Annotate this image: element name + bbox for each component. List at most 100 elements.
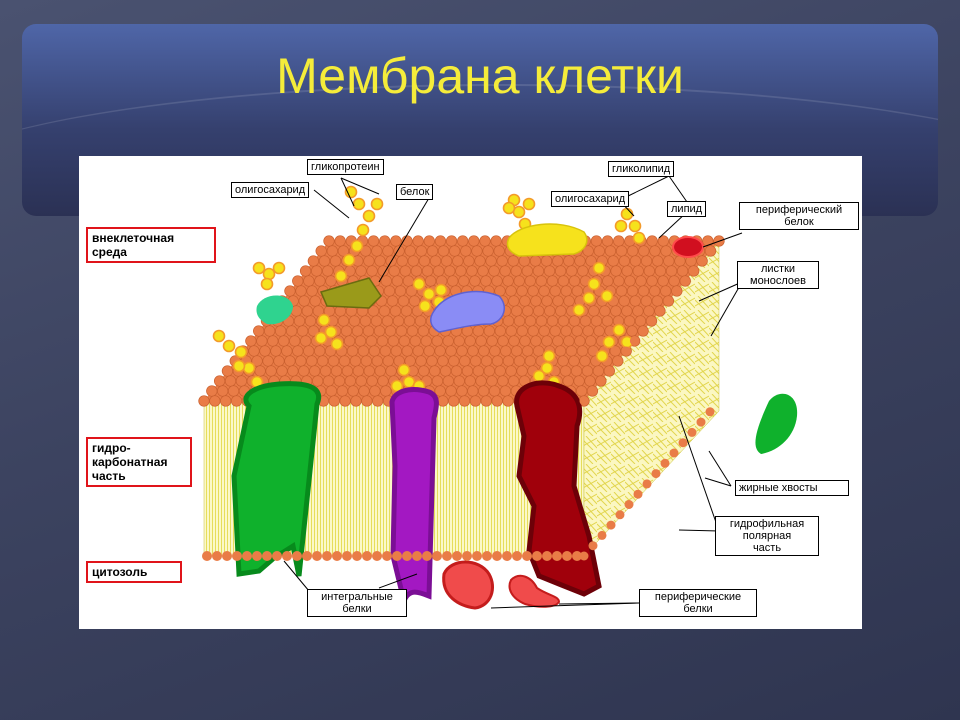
lipid-head-bottom: [492, 551, 502, 561]
lipid-head-side: [705, 407, 715, 417]
lipid-head: [541, 295, 553, 307]
lipid-head: [535, 275, 547, 287]
lipid-head-side: [613, 356, 623, 366]
lipid-head: [245, 335, 257, 347]
lipid-head: [593, 325, 605, 337]
lipid-head: [621, 265, 633, 277]
lipid-head: [314, 275, 326, 287]
lipid-head: [453, 375, 465, 387]
lipid-head: [388, 265, 400, 277]
lipid-head: [516, 365, 528, 377]
sugar-unit: [614, 219, 628, 233]
sugar-unit: [522, 197, 536, 211]
sugar-unit: [324, 325, 338, 339]
darkred-integral-protein: [514, 380, 602, 597]
slide-title: Мембрана клетки: [276, 48, 684, 104]
lipid-head-side: [615, 510, 625, 520]
lipid-head: [363, 365, 375, 377]
lipid-head: [437, 355, 449, 367]
lipid-head: [406, 325, 419, 337]
lipid-head: [426, 355, 438, 367]
lipid-head: [298, 365, 310, 377]
lipid-head: [374, 365, 386, 377]
lipid-head: [397, 295, 410, 307]
lipid-head: [485, 255, 497, 267]
lipid-head: [441, 255, 453, 267]
lipid-head: [563, 295, 575, 307]
sugar-unit: [542, 349, 556, 363]
lipid-head-bottom: [282, 551, 292, 561]
lipid-head: [285, 325, 298, 337]
lipid-head: [434, 345, 446, 357]
lipid-head: [505, 325, 517, 337]
lipid-head: [326, 245, 338, 257]
lipid-head: [298, 295, 310, 307]
lipid-head: [360, 355, 373, 367]
lipid-head: [565, 345, 578, 357]
lipid-head: [502, 275, 514, 287]
lipid-head: [217, 385, 229, 397]
lipid-head: [549, 285, 561, 297]
lipid-head: [505, 285, 517, 297]
lipid-head: [338, 355, 351, 367]
lipid-head: [440, 365, 452, 377]
lipid-head: [384, 325, 397, 337]
lipid-head: [254, 365, 266, 377]
lipid-head: [382, 245, 394, 257]
lipid-head: [361, 395, 373, 407]
lipid-head: [470, 355, 482, 367]
sugar-unit: [350, 239, 364, 253]
sugar-unit: [222, 339, 236, 353]
lipid-head: [445, 345, 457, 357]
lipid-head: [284, 355, 296, 367]
lipid-head: [519, 335, 531, 347]
lipid-head: [412, 345, 424, 357]
lipid-head: [424, 275, 437, 287]
lipid-head: [358, 385, 370, 397]
lipid-head: [467, 385, 479, 397]
lipid-head: [557, 275, 570, 287]
lipid-head: [469, 275, 481, 287]
lipid-head: [367, 235, 380, 247]
lipid-head: [396, 255, 408, 267]
lipid-head-side: [680, 276, 690, 286]
sugar-unit: [314, 331, 328, 345]
lipid-head: [276, 365, 288, 377]
lipid-head: [412, 235, 424, 247]
sugar-unit: [502, 201, 516, 215]
lipid-head: [502, 355, 515, 367]
lipid-head: [575, 385, 588, 397]
lipid-head: [408, 295, 421, 307]
lipid-head: [423, 235, 435, 247]
lipid-head: [546, 275, 559, 287]
lipid-head: [437, 395, 449, 407]
lipid-head: [615, 285, 628, 297]
label-lipid: липид: [667, 201, 707, 217]
lipid-head: [374, 255, 386, 267]
lipid-head-side: [606, 520, 616, 530]
label-glycoprotein: гликопротеин: [307, 159, 384, 175]
sugar-unit: [595, 349, 609, 363]
lipid-head: [220, 395, 232, 407]
lipid-head: [554, 265, 567, 277]
lipid-head: [535, 315, 548, 327]
lipid-head: [552, 255, 564, 267]
lipid-head-bottom: [292, 551, 302, 561]
lipid-head: [530, 335, 542, 347]
lipid-head: [460, 245, 472, 257]
purple-integral-protein: [389, 387, 439, 610]
lipid-head-bottom: [332, 551, 342, 561]
lipid-head: [626, 325, 638, 337]
lipid-head: [577, 265, 589, 277]
lipid-head: [381, 315, 394, 327]
lipid-head: [450, 365, 463, 377]
lipid-head-bottom: [202, 551, 212, 561]
lipid-head: [663, 255, 675, 267]
lipid-head: [426, 245, 439, 257]
lipid-head: [576, 345, 589, 357]
lipid-head: [499, 385, 512, 397]
lipid-head: [508, 295, 520, 307]
lipid-head: [463, 255, 475, 267]
lipid-head-bottom: [342, 551, 352, 561]
lipid-head: [370, 315, 383, 327]
